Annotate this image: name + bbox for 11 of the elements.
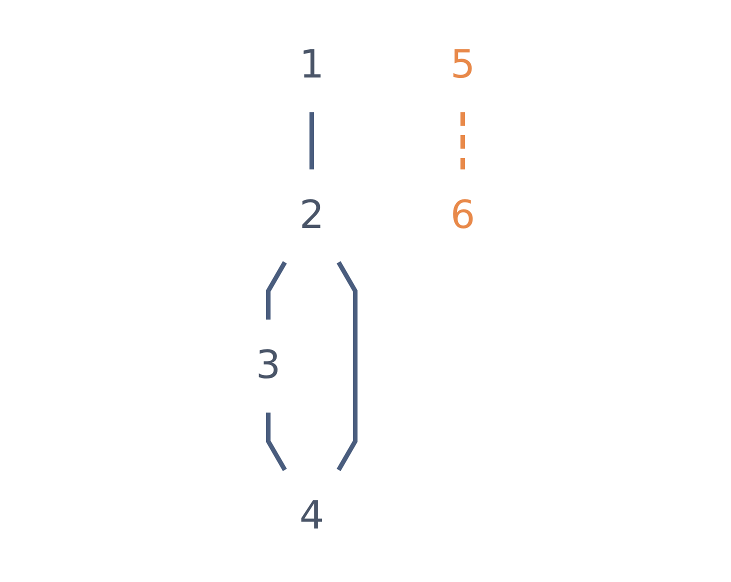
connector [309,112,314,170]
connector [336,261,358,472]
node-text: 5 [450,42,476,88]
node-text: 3 [256,342,281,388]
connector [460,112,466,170]
connector [266,261,287,320]
node-text: 6 [450,192,476,238]
node-text: 1 [299,42,324,88]
connector [266,412,287,472]
node-text: 4 [299,492,324,539]
node-text: 2 [299,192,324,238]
